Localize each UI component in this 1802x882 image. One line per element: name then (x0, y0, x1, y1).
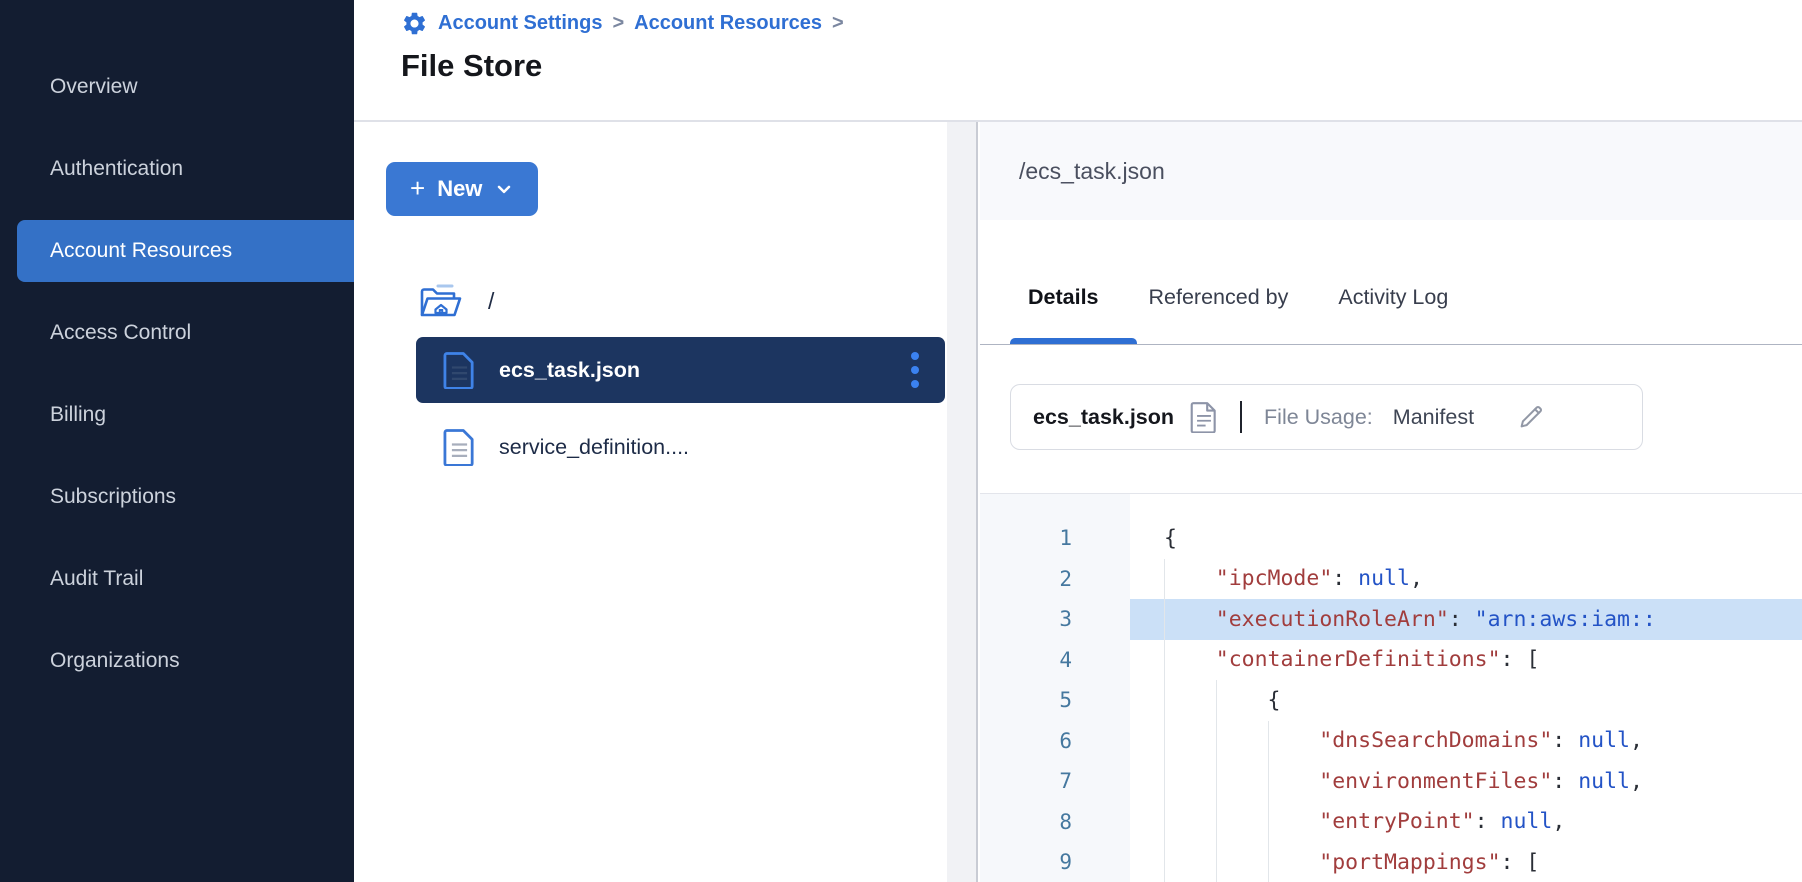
chevron-down-icon (494, 179, 514, 199)
document-icon (1190, 401, 1218, 433)
new-button[interactable]: + New (386, 162, 539, 216)
gear-icon (401, 10, 428, 37)
tab-activity-log[interactable]: Activity Log (1338, 285, 1449, 309)
line-number: 4 (1059, 647, 1072, 672)
home-folder-icon (418, 282, 464, 320)
file-card-name: ecs_task.json (1033, 404, 1175, 429)
line-number: 5 (1059, 688, 1072, 713)
edit-pencil-icon[interactable] (1516, 402, 1546, 432)
sidebar-item-access-control[interactable]: Access Control (50, 321, 192, 344)
file-name: service_definition.... (499, 434, 690, 459)
file-path: /ecs_task.json (1019, 157, 1165, 184)
code-line: 5{ (980, 680, 1802, 721)
file-menu-kebab-icon[interactable] (905, 346, 925, 394)
file-icon (443, 351, 476, 389)
code-viewer: 1{2"ipcMode": null,3"executionRoleArn": … (980, 493, 1802, 882)
sidebar-item-account-resources[interactable]: Account Resources (17, 220, 354, 282)
breadcrumb-link-account-resources[interactable]: Account Resources (634, 12, 822, 34)
details-tabs: Details Referenced by Activity Log (1028, 285, 1448, 310)
file-usage-label: File Usage: (1264, 404, 1373, 429)
file-info-card: ecs_task.json File Usage: Manifest (1010, 384, 1643, 450)
line-number: 6 (1059, 728, 1072, 753)
page-title: File Store (401, 48, 543, 83)
file-name: ecs_task.json (499, 357, 641, 382)
sidebar-item-authentication[interactable]: Authentication (50, 157, 184, 180)
line-number: 1 (1059, 526, 1072, 551)
card-divider (1240, 401, 1243, 433)
root-folder-row[interactable]: / (418, 282, 494, 320)
line-number: 9 (1059, 850, 1072, 875)
code-line: 9"portMappings": [ (980, 842, 1802, 882)
code-line: 7"environmentFiles": null, (980, 761, 1802, 802)
file-details-panel: /ecs_task.json Details Referenced by Act… (980, 122, 1802, 882)
breadcrumb-separator: > (612, 12, 625, 34)
breadcrumb-link-account-settings[interactable]: Account Settings (438, 12, 603, 34)
breadcrumb: Account Settings > Account Resources > (401, 10, 844, 37)
file-path-band: /ecs_task.json (980, 122, 1802, 220)
sidebar-item-billing[interactable]: Billing (50, 403, 107, 426)
line-number: 2 (1059, 566, 1072, 591)
line-number: 7 (1059, 769, 1072, 794)
breadcrumb-separator: > (831, 12, 844, 34)
root-folder-label: / (488, 287, 495, 314)
sidebar-item-audit-trail[interactable]: Audit Trail (50, 567, 144, 590)
page-header: Account Settings > Account Resources > F… (354, 0, 1802, 122)
code-line: 3"executionRoleArn": "arn:aws:iam:: (980, 599, 1802, 640)
code-line: 6"dnsSearchDomains": null, (980, 721, 1802, 762)
tab-referenced-by[interactable]: Referenced by (1148, 285, 1289, 309)
file-panel-scrollbar[interactable] (947, 122, 978, 882)
sidebar-item-subscriptions[interactable]: Subscriptions (50, 485, 177, 508)
active-tab-underline (1010, 338, 1137, 345)
tab-details[interactable]: Details (1028, 285, 1099, 309)
sidebar-item-organizations[interactable]: Organizations (50, 649, 180, 672)
plus-icon: + (410, 173, 426, 203)
new-button-label: New (437, 176, 483, 201)
code-line: 4"containerDefinitions": [ (980, 640, 1802, 681)
tabs-divider (980, 344, 1802, 345)
file-store-panel: + New / (354, 122, 947, 882)
line-number: 8 (1059, 809, 1072, 834)
file-row-ecs-task[interactable]: ecs_task.json (416, 337, 945, 403)
file-usage-value: Manifest (1392, 404, 1475, 429)
sidebar-item-overview[interactable]: Overview (50, 75, 138, 98)
file-row-service-definition[interactable]: service_definition.... (416, 414, 945, 480)
code-line: 8"entryPoint": null, (980, 802, 1802, 843)
line-number: 3 (1059, 607, 1072, 632)
code-line: 1{ (980, 518, 1802, 559)
code-line: 2"ipcMode": null, (980, 559, 1802, 600)
file-icon (443, 428, 476, 466)
